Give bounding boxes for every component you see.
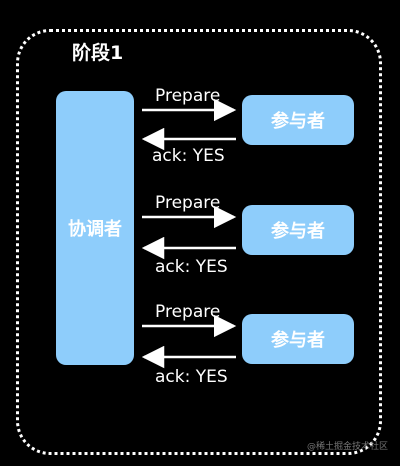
ack-label-2: ack: YES (155, 257, 228, 277)
prepare-label-1: Prepare (155, 86, 221, 106)
watermark: @稀土掘金技术社区 (306, 442, 388, 452)
ack-label-1: ack: YES (152, 146, 225, 166)
stage-title: 阶段1 (72, 42, 124, 64)
prepare-label-3: Prepare (155, 302, 221, 322)
ack-label-3: ack: YES (155, 367, 228, 387)
coordinator-label: 协调者 (68, 219, 122, 240)
stage-frame (16, 29, 382, 455)
participant-box-1: 参与者 (242, 95, 354, 145)
participant-box-3: 参与者 (242, 314, 354, 364)
coordinator-box: 协调者 (56, 91, 134, 365)
participant-label-1: 参与者 (271, 111, 325, 132)
prepare-label-2: Prepare (155, 193, 221, 213)
participant-box-2: 参与者 (242, 205, 354, 255)
participant-label-3: 参与者 (271, 330, 325, 351)
participant-label-2: 参与者 (271, 221, 325, 242)
